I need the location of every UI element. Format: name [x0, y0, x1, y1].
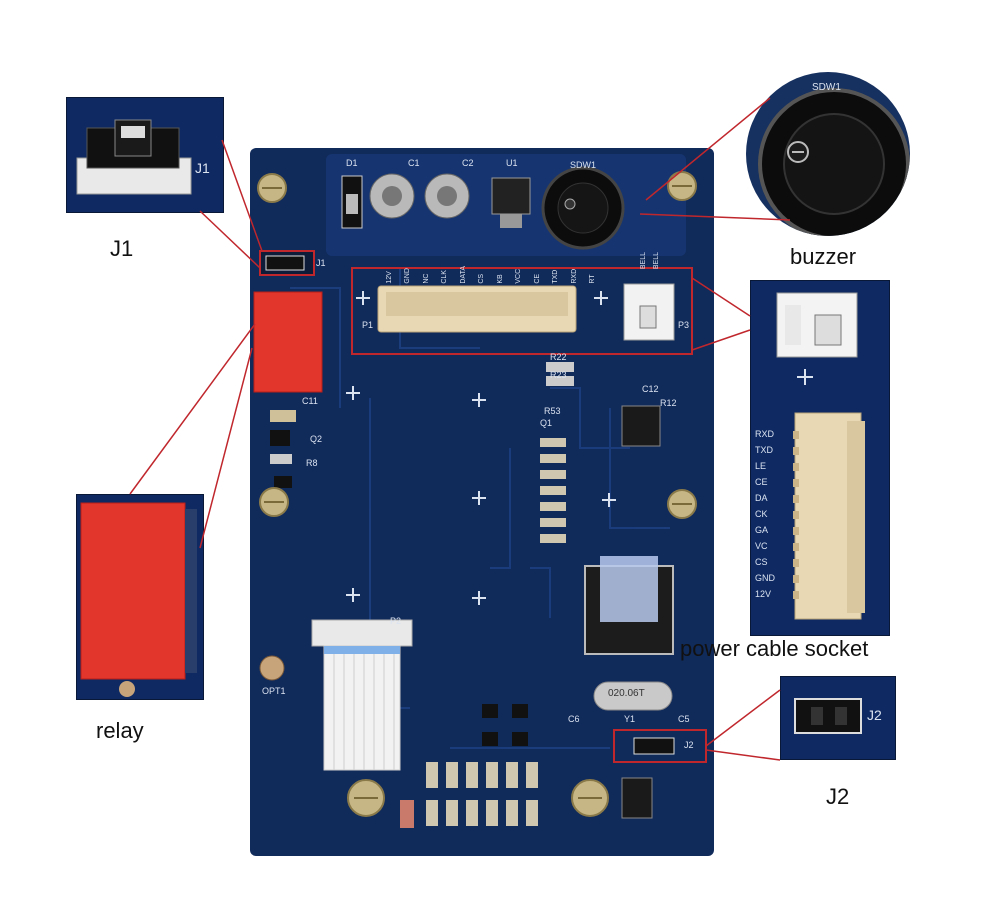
- silk-q1: Q1: [540, 418, 553, 428]
- silk-r8: R8: [306, 458, 318, 468]
- silk-q2: Q2: [310, 434, 323, 444]
- j2-label: J2: [826, 784, 850, 809]
- pin-label: GND: [404, 268, 412, 284]
- j2-inset: J2: [780, 676, 896, 760]
- silk-c12: C12: [642, 384, 659, 394]
- silk-r53: R53: [544, 406, 561, 416]
- silk-c1: C1: [408, 158, 420, 168]
- pin-label: RXD: [755, 429, 775, 439]
- pin-label: CS: [478, 273, 486, 284]
- j1-inset-silk: J1: [195, 160, 210, 176]
- j2-zoom-graphic: [794, 698, 862, 734]
- pin-label: CK: [755, 509, 768, 519]
- pin-label: CS: [755, 557, 768, 567]
- relay-zoom-graphic: [80, 502, 197, 697]
- pin-label: VCC: [515, 268, 523, 284]
- p1-pin-labels: 12V GND NC CLK DATA CS KB VCC CE TXD RXD…: [386, 266, 596, 284]
- relay-inset: [76, 494, 204, 700]
- pin-label: TXD: [755, 445, 773, 455]
- buzzer-label: buzzer: [790, 244, 857, 269]
- silk-j1: J1: [316, 258, 326, 268]
- pin-label: GA: [755, 525, 769, 535]
- pin-label: BELL: [653, 252, 660, 270]
- pin-label: RT: [588, 274, 596, 284]
- socket-zoom-graphic: [776, 292, 865, 620]
- silk-p3: P3: [678, 320, 690, 330]
- power-socket-inset: RXD TXD LE CE DA CK GA VC CS GND 12V: [750, 280, 890, 636]
- board-graphics: [253, 154, 707, 828]
- silk-sdw1: SDW1: [570, 160, 597, 170]
- j1-inset: J1: [66, 97, 224, 213]
- pin-label: DA: [755, 493, 768, 503]
- pin-label: CE: [533, 273, 541, 284]
- relay-label: relay: [96, 718, 144, 743]
- silk-r12: R12: [660, 398, 677, 408]
- silk-r23: R23: [550, 370, 567, 380]
- pin-label: 12V: [386, 271, 393, 284]
- pin-label: GND: [755, 573, 775, 583]
- buzzer-inset-silk: SDW1: [812, 82, 841, 93]
- j2-inset-silk: J2: [867, 707, 882, 723]
- p3-pin-labels: BELL BELL: [640, 252, 660, 269]
- j1-label: J1: [110, 236, 134, 261]
- pin-label: CE: [755, 477, 768, 487]
- silk-p2: P2: [390, 616, 402, 626]
- pin-label: NC: [422, 273, 430, 284]
- pin-label: LE: [755, 461, 767, 471]
- crystal-marking: 020.06T: [608, 688, 645, 699]
- buzzer-zoom-graphic: [758, 88, 910, 236]
- silk-u1: U1: [506, 158, 518, 168]
- silk-c5: C5: [678, 714, 690, 724]
- pin-label: TXD: [552, 269, 560, 284]
- pin-label: 12V: [755, 589, 772, 599]
- pin-label: RXD: [570, 268, 578, 284]
- circuit-board: D1 C1 C2 U1 SDW1 J1 P1 P3 C11 Q2 R8 Q1 R…: [250, 148, 714, 856]
- buzzer-inset: SDW1: [746, 72, 910, 236]
- silk-c2: C2: [462, 158, 474, 168]
- silk-y1: Y1: [624, 714, 636, 724]
- power-socket-label: power cable socket: [680, 636, 869, 661]
- silk-r22: R22: [550, 352, 567, 362]
- silk-opt1: OPT1: [262, 686, 286, 696]
- pin-label: BELL: [640, 252, 647, 270]
- pin-label: DATA: [459, 266, 467, 284]
- silk-d1: D1: [346, 158, 358, 168]
- pin-label: VC: [755, 541, 768, 551]
- socket-pin-labels: RXD TXD LE CE DA CK GA VC CS GND 12V: [755, 429, 775, 602]
- pin-label: KB: [496, 274, 504, 284]
- silk-p1: P1: [362, 320, 374, 330]
- j1-zoom-graphic: [76, 119, 192, 195]
- silk-j2: J2: [684, 740, 694, 750]
- silk-c11: C11: [302, 396, 318, 406]
- pin-label: CLK: [441, 270, 449, 284]
- silk-c6: C6: [568, 714, 580, 724]
